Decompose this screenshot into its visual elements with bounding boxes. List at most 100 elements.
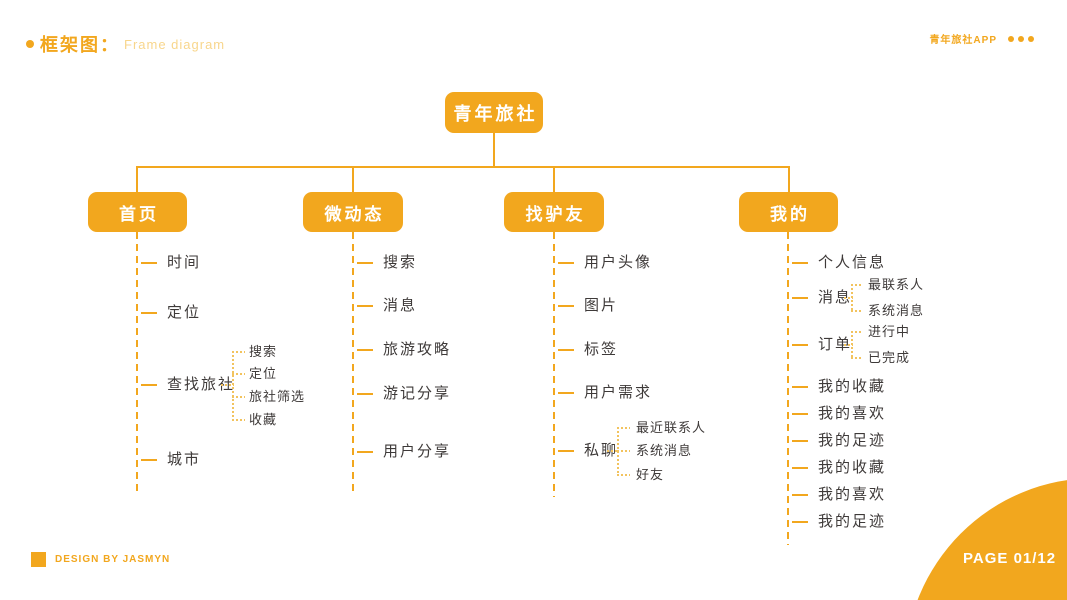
square-icon — [31, 552, 46, 567]
tree-item-label: 定位 — [167, 304, 202, 321]
sub-connector — [844, 297, 853, 299]
sub-item-label: 定位 — [249, 366, 278, 381]
sub-connector — [607, 450, 619, 452]
sub-connector — [617, 474, 630, 476]
branch-node-mine: 我的 — [739, 192, 838, 232]
tree-item-label: 时间 — [167, 254, 202, 271]
tick-icon — [558, 392, 574, 394]
tree-item-label: 城市 — [167, 451, 202, 468]
tree-item-label: 搜索 — [383, 254, 418, 271]
tick-icon — [792, 344, 808, 346]
tick-icon — [357, 262, 373, 264]
tick-icon — [357, 393, 373, 395]
sub-item-label: 系统消息 — [868, 303, 925, 318]
branch-node-home: 首页 — [88, 192, 187, 232]
column-spine — [136, 232, 138, 493]
tree-item: 消息 — [357, 296, 417, 316]
tick-icon — [357, 451, 373, 453]
tree-item: 图片 — [558, 296, 618, 316]
sub-connector — [221, 384, 234, 386]
sub-item-label: 收藏 — [249, 412, 278, 427]
sub-connector — [232, 419, 245, 421]
tree-item: 我的喜欢 — [792, 404, 886, 424]
tree-item-label: 个人信息 — [818, 254, 887, 271]
tree-item-label: 私聊 — [584, 442, 619, 459]
tick-icon — [141, 459, 157, 461]
design-credit-label: DESIGN BY JASMYN — [55, 554, 171, 565]
slide-header: 框架图： Frame diagram — [26, 31, 225, 57]
tree-item: 我的足迹 — [792, 431, 886, 451]
tree-item-label: 查找旅社 — [167, 376, 236, 393]
sub-connector — [232, 351, 234, 421]
tree-item-label: 我的喜欢 — [818, 405, 887, 422]
sub-connector — [844, 344, 853, 346]
tree-item: 个人信息 — [792, 253, 886, 273]
connector-line — [553, 166, 555, 192]
sub-connector — [851, 310, 863, 312]
tree-item-label: 我的喜欢 — [818, 486, 887, 503]
tree-item: 用户头像 — [558, 253, 652, 273]
connector-line — [788, 166, 790, 192]
tree-item-label: 订单 — [818, 336, 853, 353]
connector-line — [136, 166, 138, 192]
sub-item-label: 进行中 — [868, 324, 911, 339]
connector-line — [352, 166, 354, 192]
tree-item-label: 消息 — [818, 289, 853, 306]
sub-connector — [851, 331, 853, 359]
sub-item-label: 最联系人 — [868, 277, 925, 292]
tree-item-label: 我的足迹 — [818, 513, 887, 530]
tick-icon — [792, 440, 808, 442]
tree-item-label: 消息 — [383, 297, 418, 314]
tick-icon — [792, 262, 808, 264]
corner-circle-decoration — [905, 478, 1067, 600]
tick-icon — [357, 349, 373, 351]
tick-icon — [792, 413, 808, 415]
tree-item-label: 标签 — [584, 341, 619, 358]
tree-item-label: 用户头像 — [584, 254, 653, 271]
tick-icon — [792, 386, 808, 388]
tree-item-label: 用户需求 — [584, 384, 653, 401]
tree-item: 搜索 — [357, 253, 417, 273]
tree-item: 查找旅社 — [141, 375, 235, 395]
tick-icon — [141, 312, 157, 314]
tree-item: 我的足迹 — [792, 512, 886, 532]
column-spine — [352, 232, 354, 493]
sub-connector — [851, 284, 863, 286]
tick-icon — [792, 521, 808, 523]
slide-subtitle: Frame diagram — [124, 36, 226, 52]
tick-icon — [792, 467, 808, 469]
tree-item: 订单 — [792, 335, 852, 355]
sub-connector — [851, 284, 853, 312]
sub-connector — [232, 351, 245, 353]
tree-item-label: 我的收藏 — [818, 378, 887, 395]
tick-icon — [357, 305, 373, 307]
tick-icon — [558, 349, 574, 351]
sub-connector — [851, 357, 863, 359]
tick-icon — [792, 494, 808, 496]
app-name-label: 青年旅社APP — [929, 35, 997, 46]
sub-item-label: 旅社筛选 — [249, 389, 306, 404]
dot-icon — [1028, 35, 1034, 42]
tick-icon — [141, 384, 157, 386]
tree-item: 用户需求 — [558, 383, 652, 403]
root-node: 青年旅社 — [445, 92, 543, 133]
sub-item-label: 最近联系人 — [636, 420, 707, 435]
tree-item-label: 旅游攻略 — [383, 341, 452, 358]
tree-item: 游记分享 — [357, 384, 451, 404]
tree-item: 标签 — [558, 340, 618, 360]
sub-item-label: 已完成 — [868, 350, 911, 365]
connector-line — [493, 133, 495, 167]
column-spine — [553, 232, 555, 497]
tick-icon — [558, 450, 574, 452]
sub-connector — [617, 450, 630, 452]
sub-item-label: 搜索 — [249, 344, 278, 359]
tree-item: 我的收藏 — [792, 458, 886, 478]
tree-item: 消息 — [792, 288, 852, 308]
sub-item-label: 系统消息 — [636, 443, 693, 458]
tree-item: 定位 — [141, 303, 201, 323]
design-credit: DESIGN BY JASMYN — [31, 552, 170, 567]
tree-item-label: 我的足迹 — [818, 432, 887, 449]
connector-line — [136, 166, 790, 168]
branch-node-moments: 微动态 — [303, 192, 403, 232]
